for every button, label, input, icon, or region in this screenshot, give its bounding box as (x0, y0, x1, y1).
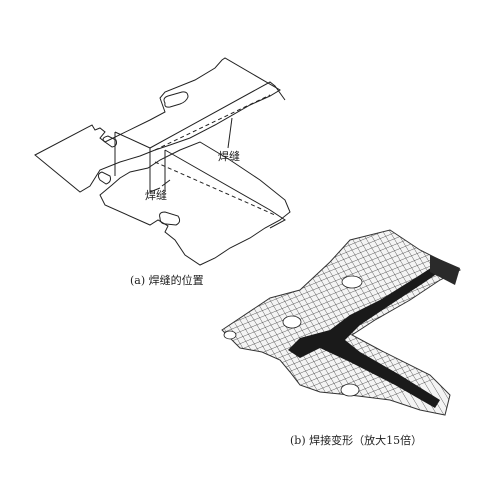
mesh-line (200, 34, 470, 144)
mesh-line (222, 230, 460, 265)
mesh-line (200, 52, 470, 162)
leader-line-2 (161, 179, 171, 187)
mesh-line (222, 230, 460, 241)
mesh-line (60, 230, 180, 430)
mesh-line (222, 230, 460, 259)
mesh-line (32, 230, 152, 430)
mesh-line (200, 4, 470, 114)
mesh-line (200, 22, 470, 132)
mesh-line (200, 40, 470, 150)
mesh-line (39, 230, 159, 430)
mesh-line (88, 230, 208, 430)
mesh-line (222, 249, 460, 361)
mesh-line (200, 0, 470, 108)
mesh-line (200, 76, 470, 186)
mesh-line (200, 0, 470, 96)
mesh-line (0, 230, 110, 430)
mesh-line (222, 230, 460, 247)
mesh-line (11, 230, 131, 430)
mesh-line (222, 237, 460, 349)
mesh-line (200, 0, 470, 66)
mesh-line (200, 10, 470, 120)
leader-line-1 (227, 117, 233, 149)
upper-slot (163, 91, 189, 108)
mesh-line (200, 0, 470, 60)
mesh-line (0, 230, 117, 430)
mesh-line (200, 0, 470, 102)
mesh-line (222, 230, 237, 415)
mesh-line (4, 230, 124, 430)
caption-panel-a: (a) 焊缝的位置 (130, 274, 204, 287)
mesh-line (200, 0, 470, 84)
weld-dense-band (288, 262, 445, 408)
mesh-hole-4 (223, 330, 237, 340)
upper-plate-outline (34, 57, 281, 193)
mesh-line (451, 230, 460, 415)
mesh-line (200, 0, 470, 78)
mesh-line (95, 230, 215, 430)
mesh-line (200, 70, 470, 180)
mesh-line (53, 230, 173, 430)
mesh-line (222, 230, 223, 415)
caption-panel-b: (b) 焊接变形（放大15倍） (290, 434, 423, 447)
mesh-line (81, 230, 201, 430)
mesh-line (200, 64, 470, 174)
mesh-line (200, 46, 470, 156)
mesh-line (200, 88, 470, 198)
upper-notch (102, 135, 117, 148)
weld-label-upper: 焊缝 (218, 150, 240, 163)
panel-a-drawing (34, 57, 291, 266)
mesh-line (200, 58, 470, 168)
web-plate-longitudinal (164, 149, 286, 229)
mesh-line (402, 230, 460, 415)
web-plate (114, 81, 286, 193)
mesh-line (25, 230, 145, 430)
weld-dense-vertical (430, 255, 460, 285)
mesh-line (458, 230, 460, 415)
weld-seam-1 (154, 94, 271, 151)
mesh-hole-1 (341, 275, 363, 289)
mesh-line (67, 230, 187, 430)
mesh-line (74, 230, 194, 430)
mesh-line (200, 118, 470, 228)
mesh-line (222, 363, 460, 415)
mesh-features (223, 255, 460, 408)
weld-label-lower: 焊缝 (145, 189, 167, 202)
mesh-line (200, 0, 470, 90)
mesh-line (222, 230, 460, 253)
mesh-line (222, 230, 460, 271)
mesh-line (222, 243, 460, 355)
lower-notch-2 (159, 211, 181, 226)
mesh-hole-3 (340, 383, 360, 397)
mesh-line (222, 230, 460, 235)
lower-notch-1 (97, 171, 111, 185)
weld-seam-2 (154, 161, 276, 216)
lower-plate-outline (99, 141, 291, 266)
mesh-line (200, 28, 470, 138)
mesh-line (473, 230, 500, 430)
mesh-line (46, 230, 166, 430)
mesh-line (200, 0, 470, 72)
mesh-line (444, 230, 460, 415)
mesh-hole-2 (282, 315, 302, 329)
mesh-line (466, 230, 500, 430)
mesh-line (18, 230, 138, 430)
